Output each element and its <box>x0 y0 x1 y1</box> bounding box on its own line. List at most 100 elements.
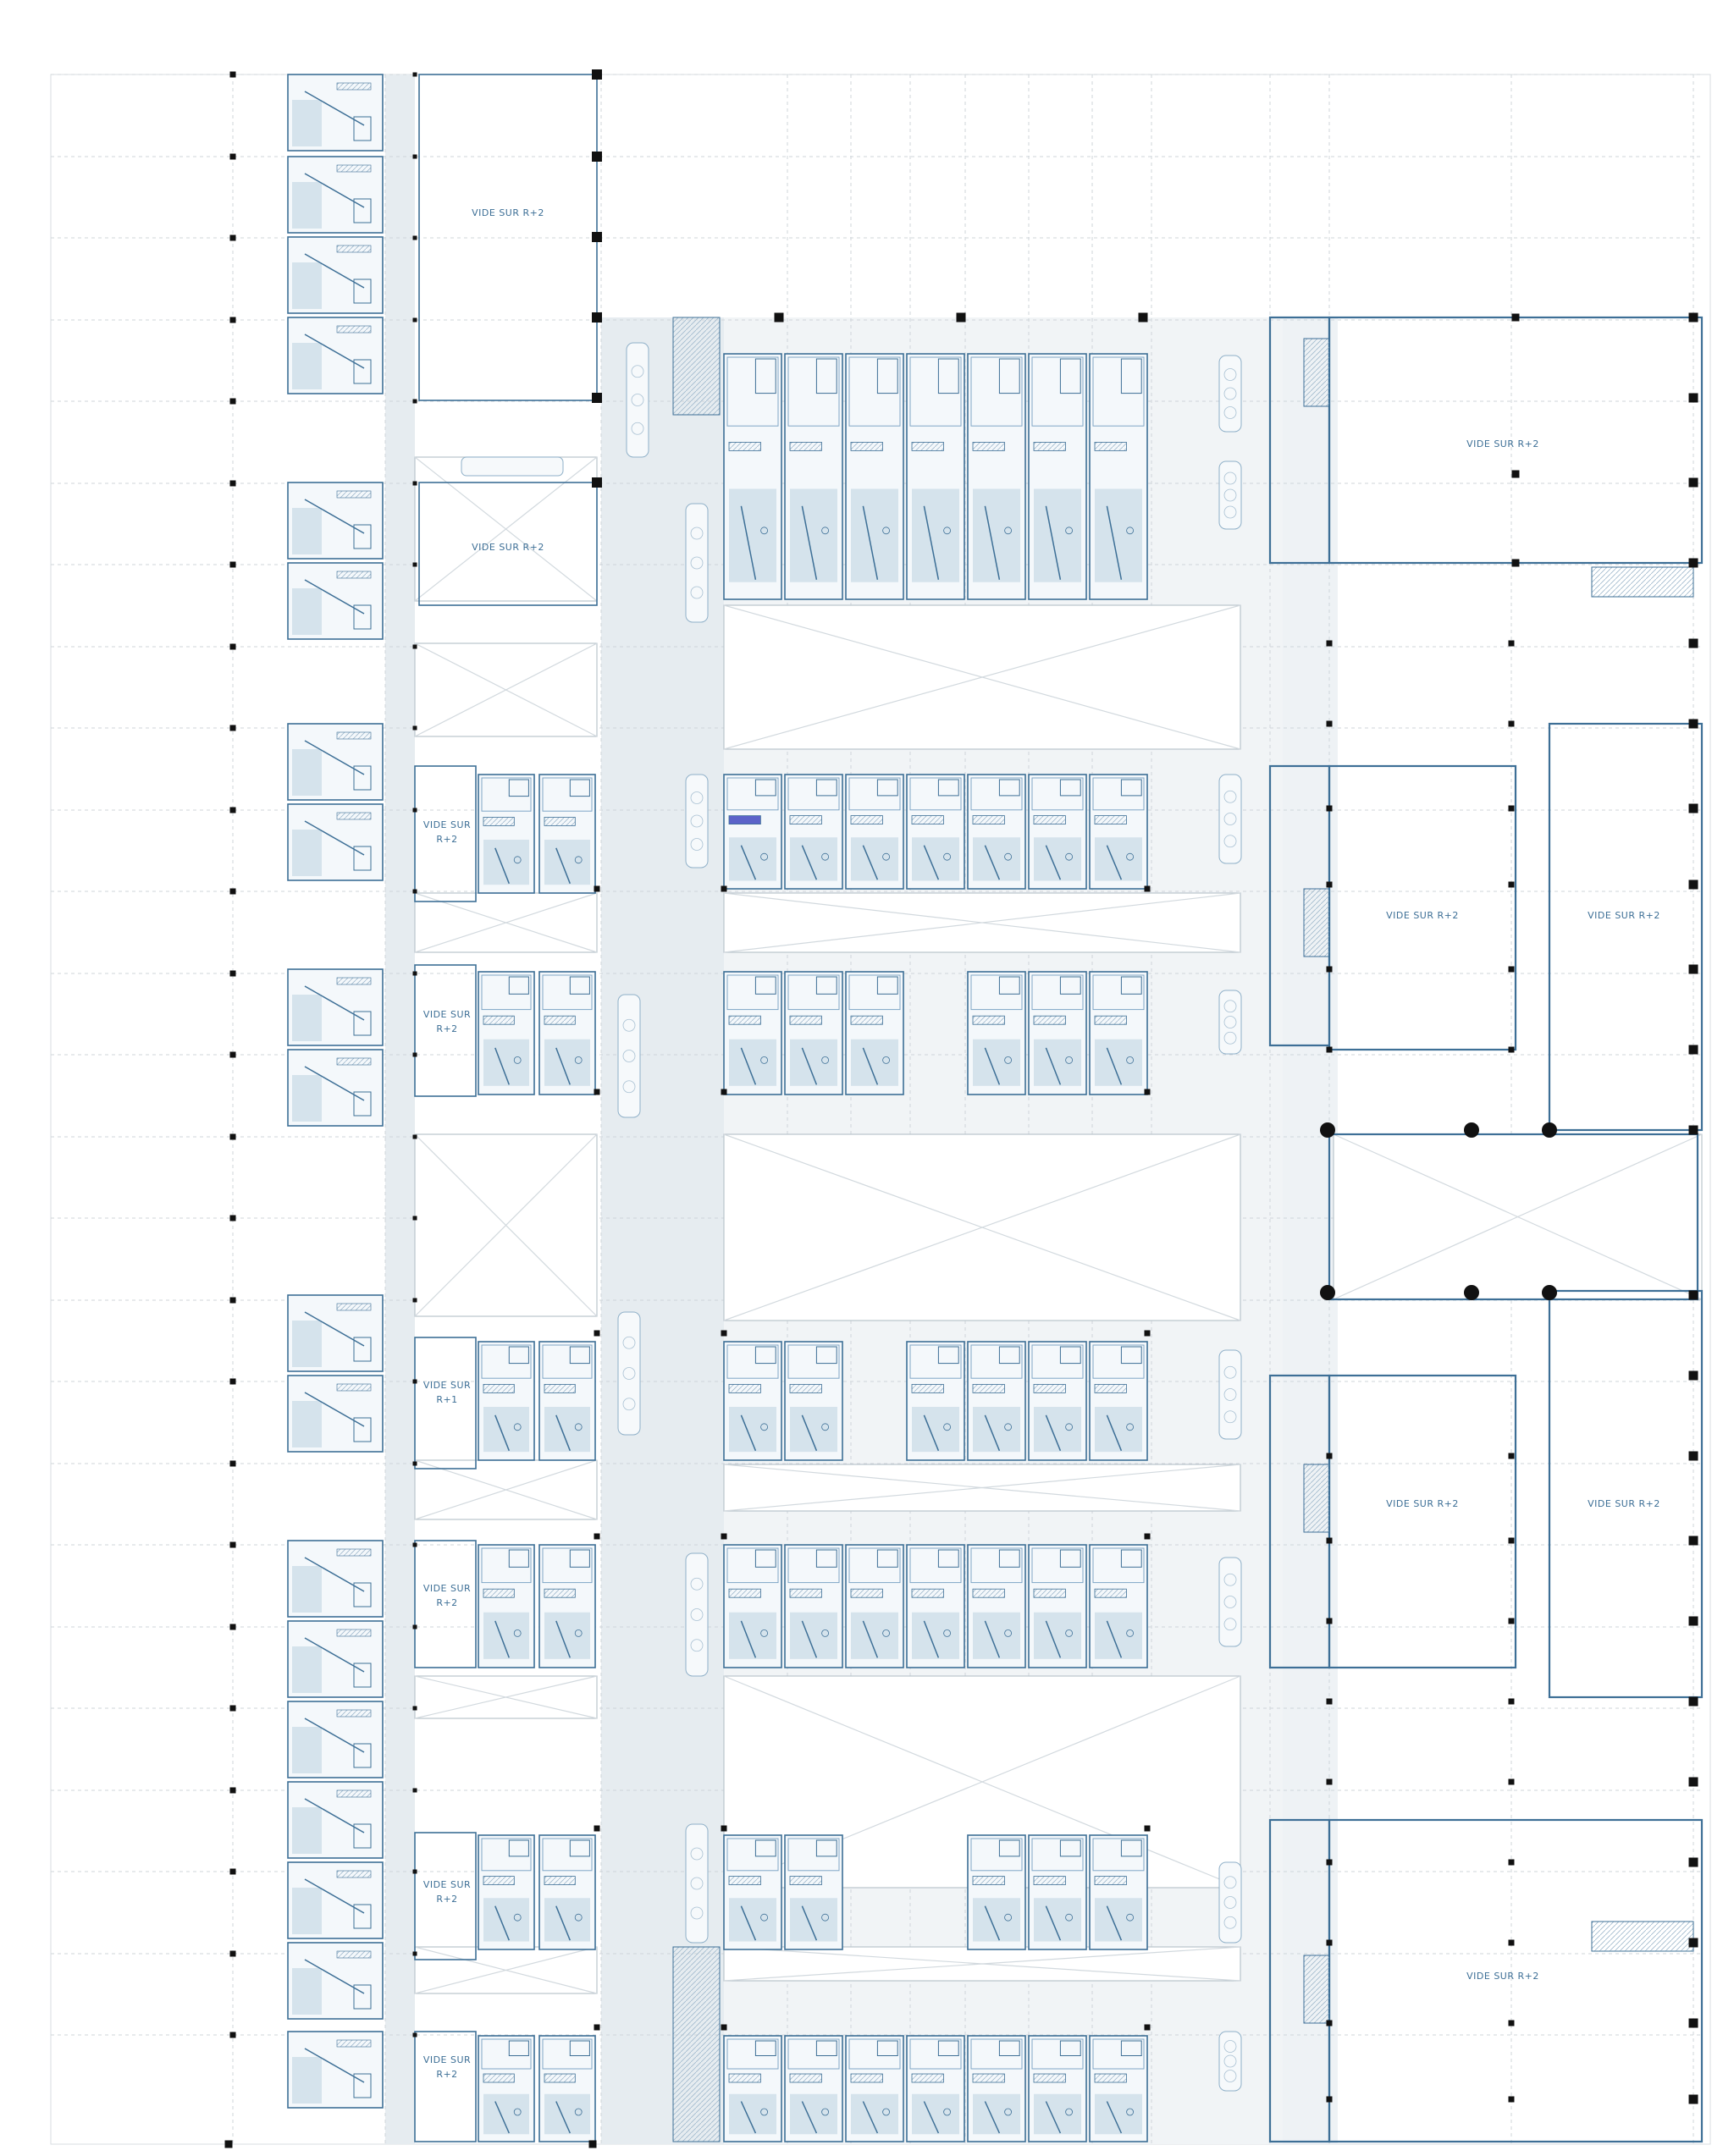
unit-module <box>1028 971 1087 1095</box>
column-icon <box>229 1541 236 1548</box>
duplex-living <box>292 1075 322 1122</box>
unit-module <box>723 971 782 1095</box>
plant-icon <box>1223 790 1237 803</box>
table-icon <box>513 2108 522 2116</box>
unit-stair-run <box>923 845 940 880</box>
column-icon <box>1508 1618 1515 1624</box>
plant-icon <box>690 838 704 851</box>
plant-icon <box>1223 387 1237 400</box>
bed-icon <box>353 1743 372 1768</box>
planter-icon <box>617 994 641 1118</box>
duplex-living <box>292 995 322 1041</box>
unit-bedroom <box>1031 777 1084 811</box>
column-icon <box>1688 1290 1698 1300</box>
unit-stair-run <box>862 1620 879 1658</box>
unit-bedroom <box>542 2038 593 2070</box>
unit-module <box>845 2035 904 2142</box>
unit-module <box>845 774 904 890</box>
column-icon <box>1508 1453 1515 1459</box>
duplex-living <box>292 1646 322 1693</box>
stair-icon <box>483 2073 515 2083</box>
plant-icon <box>1223 488 1237 502</box>
unit-module <box>723 1834 782 1950</box>
column-icon <box>412 481 417 486</box>
unit-module <box>1028 353 1087 600</box>
table-icon <box>574 1629 583 1637</box>
unit-module <box>967 1834 1026 1950</box>
stair-icon <box>1094 442 1127 451</box>
bed-icon <box>353 524 372 549</box>
unit-module <box>967 971 1026 1095</box>
unit-stair-run <box>1045 505 1062 580</box>
column-icon <box>592 393 602 403</box>
unit-bedroom <box>726 1344 779 1379</box>
column-icon <box>229 317 236 323</box>
planter-box <box>626 342 649 458</box>
column-icon <box>1464 1122 1479 1138</box>
unit-stair-run <box>1106 1047 1123 1085</box>
stair-icon <box>544 1876 576 1886</box>
stair-icon <box>1591 1921 1694 1952</box>
column-icon <box>412 1869 417 1874</box>
column-icon <box>1326 1453 1333 1459</box>
table-icon <box>821 2108 829 2116</box>
column-icon <box>1508 1778 1515 1785</box>
bed-icon <box>876 2040 898 2056</box>
stair-icon <box>728 1384 761 1393</box>
column-icon <box>1511 313 1520 322</box>
unit-module <box>967 1341 1026 1461</box>
duplex-unit <box>287 317 384 394</box>
unit-bedroom <box>726 974 779 1011</box>
unit-stair-run <box>494 847 510 885</box>
bed-icon <box>815 1549 837 1568</box>
bed-icon <box>937 358 959 394</box>
table-icon <box>821 527 829 535</box>
column-icon <box>1688 879 1698 890</box>
bed-icon <box>353 359 372 384</box>
table-icon <box>760 1629 768 1637</box>
duplex-unit <box>287 1049 384 1127</box>
duplex-living <box>292 1321 322 1367</box>
table-icon <box>513 1056 522 1064</box>
table-icon <box>1065 2108 1073 2116</box>
column-icon <box>412 72 417 77</box>
hall-outline <box>418 482 598 606</box>
void-room <box>414 1832 477 1960</box>
unit-stair-run <box>984 2101 1001 2134</box>
unit-module <box>723 774 782 890</box>
stair-icon <box>483 1588 515 1598</box>
unit-module <box>478 1341 535 1461</box>
unit-stair-run <box>801 1905 818 1941</box>
unit-bedroom <box>787 1344 840 1379</box>
table-icon <box>513 1629 522 1637</box>
plant-icon <box>690 1608 704 1621</box>
void-label: R+2 <box>436 1023 457 1034</box>
unit-module <box>784 1544 843 1668</box>
unit-stair-run <box>923 1414 940 1452</box>
unit-stair-run <box>923 505 940 580</box>
hall-outline <box>1328 1133 1699 1301</box>
unit-stair-run <box>984 505 1001 580</box>
unit-module <box>967 2035 1026 2142</box>
unit-stair-run <box>555 1905 571 1941</box>
planter-box <box>1218 355 1242 433</box>
unit-module <box>784 1834 843 1950</box>
column-icon <box>721 1533 727 1540</box>
table-icon <box>513 1423 522 1431</box>
void-label: VIDE SUR <box>423 2054 471 2065</box>
table-icon <box>943 852 951 861</box>
column-icon <box>412 889 417 894</box>
stair-icon <box>972 442 1005 451</box>
table-icon <box>1126 1423 1134 1431</box>
unit-bedroom <box>909 356 962 427</box>
bed-icon <box>1120 2040 1142 2056</box>
unit-bedroom <box>787 777 840 811</box>
stair-icon <box>544 1384 576 1393</box>
table-icon <box>1004 852 1012 861</box>
column-icon <box>229 1378 236 1385</box>
void-label: VIDE SUR R+2 <box>472 207 544 218</box>
unit-module <box>784 2035 843 2142</box>
unit-stair-run <box>1106 845 1123 880</box>
plant-icon <box>1223 1031 1237 1045</box>
planter-icon <box>1218 990 1242 1055</box>
